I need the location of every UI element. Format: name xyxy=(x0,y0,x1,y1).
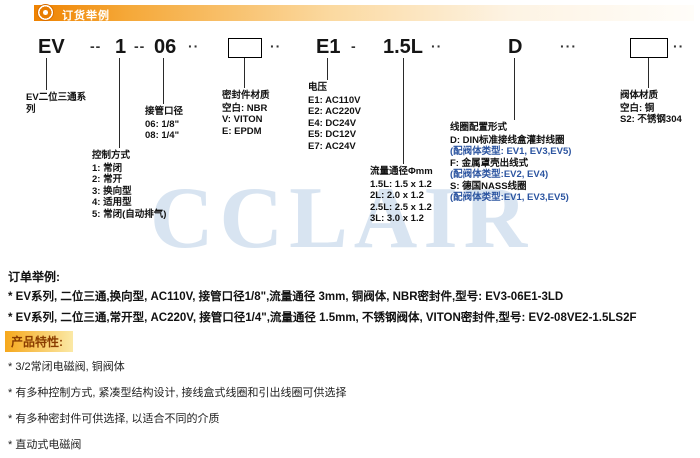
option-line: 2L: 2.0 x 1.2 xyxy=(370,190,424,201)
group-pipe-size: 接管口径 06: 1/8" 08: 1/4" xyxy=(145,106,215,142)
group-title: 阀体材质 xyxy=(620,90,659,101)
option-note: (配阀体类型:EV1, EV3,EV5) xyxy=(450,192,569,203)
feature-line: * 直动式电磁阀 xyxy=(8,439,82,451)
features-title: 产品特性: xyxy=(5,331,73,352)
feature-line: * 3/2常闭电磁阀, 铜阀体 xyxy=(8,361,125,373)
section-header-title: 订货举例 xyxy=(62,10,110,22)
code-control: 1 xyxy=(115,36,127,58)
option-line: 空白: 铜 xyxy=(620,102,655,114)
code-separator: ·· xyxy=(188,38,200,54)
connector-line xyxy=(403,58,404,164)
connector-line xyxy=(244,58,245,88)
option-note: (配阀体类型: EV1, EV3,EV5) xyxy=(450,146,572,157)
code-coil: D xyxy=(508,36,523,58)
group-title: 接管口径 xyxy=(145,106,184,117)
order-examples-title: 订单举例: xyxy=(8,270,60,284)
group-series: EV二位三通系列 xyxy=(26,92,90,116)
connector-line xyxy=(648,58,649,88)
option-line: S2: 不锈钢304 xyxy=(620,114,682,125)
option-line: 3: 换向型 xyxy=(92,185,132,197)
option-line: E5: DC12V xyxy=(308,129,357,140)
group-title: EV二位三通系列 xyxy=(26,92,87,115)
feature-line: * 有多种密封件可供选择, 以适合不同的介质 xyxy=(8,413,220,425)
group-body-material: 阀体材质 空白: 铜 S2: 不锈钢304 xyxy=(620,90,698,126)
option-line: 4: 适用型 xyxy=(92,197,132,208)
group-title: 密封件材质 xyxy=(222,90,270,101)
option-note: (配阀体类型:EV2, EV4) xyxy=(450,169,549,180)
option-line: 1.5L: 1.5 x 1.2 xyxy=(370,178,432,190)
option-line: E4: DC24V xyxy=(308,117,357,129)
option-line: 5: 常闭(自动排气) xyxy=(92,208,167,220)
code-pipe-size: 06 xyxy=(154,36,177,58)
option-line: 空白: NBR xyxy=(222,102,268,114)
code-separator: ·· xyxy=(270,38,282,54)
option-line: 2: 常开 xyxy=(92,174,123,185)
option-line: 1: 常闭 xyxy=(92,162,123,174)
group-flow-diameter: 流量通径Φmm 1.5L: 1.5 x 1.2 2L: 2.0 x 1.2 2.… xyxy=(370,166,465,225)
gear-icon xyxy=(37,4,54,21)
option-line: E7: AC24V xyxy=(308,140,356,152)
group-control-mode: 控制方式 1: 常闭 2: 常开 3: 换向型 4: 适用型 5: 常闭(自动排… xyxy=(92,150,192,220)
option-line: V: VITON xyxy=(222,114,263,125)
option-line: 06: 1/8" xyxy=(145,118,180,130)
connector-line xyxy=(514,58,515,120)
group-title: 电压 xyxy=(308,82,328,93)
group-title: 线圈配置形式 xyxy=(450,122,508,133)
connector-line xyxy=(327,58,328,80)
code-separator: ·· xyxy=(431,38,443,54)
option-line: 3L: 3.0 x 1.2 xyxy=(370,213,424,224)
group-seal-material: 密封件材质 空白: NBR V: VITON E: EPDM xyxy=(222,90,302,137)
option-line: E1: AC110V xyxy=(308,94,361,106)
option-line: 08: 1/4" xyxy=(145,130,180,141)
code-box-body xyxy=(630,38,668,58)
option-line: S: 德国NASS线圈 xyxy=(450,180,527,192)
code-separator: -- xyxy=(134,38,146,54)
order-example-line: * EV系列, 二位三通,换向型, AC110V, 接管口径1/8",流量通径 … xyxy=(8,291,564,303)
feature-line: * 有多种控制方式, 紧凑型结构设计, 接线盒式线圈和引出线圈可供选择 xyxy=(8,387,347,399)
group-title: 流量通径Φmm xyxy=(370,166,433,177)
code-series: EV xyxy=(38,36,65,58)
code-separator: ·· xyxy=(673,38,685,54)
section-header-bar xyxy=(34,5,694,21)
group-title: 控制方式 xyxy=(92,150,131,161)
option-line: F: 金属罩壳出线式 xyxy=(450,157,529,169)
order-example-line: * EV系列, 二位三通,常开型, AC220V, 接管口径1/4",流量通径 … xyxy=(8,312,637,324)
option-line: 2.5L: 2.5 x 1.2 xyxy=(370,201,432,213)
option-line: E2: AC220V xyxy=(308,106,361,117)
group-coil-configuration: 线圈配置形式 D: DIN标准接线盒灌封线圈 (配阀体类型: EV1, EV3,… xyxy=(450,122,615,204)
option-line: D: DIN标准接线盒灌封线圈 xyxy=(450,134,565,146)
code-box-seal xyxy=(228,38,262,58)
option-line: E: EPDM xyxy=(222,125,262,137)
code-separator: - xyxy=(351,38,357,54)
code-flow: 1.5L xyxy=(383,36,424,58)
code-separator: -- xyxy=(90,38,102,54)
group-voltage: 电压 E1: AC110V E2: AC220V E4: DC24V E5: D… xyxy=(308,82,388,152)
connector-line xyxy=(163,58,164,104)
code-voltage: E1 xyxy=(316,36,341,58)
connector-line xyxy=(119,58,120,148)
connector-line xyxy=(46,58,47,90)
code-separator: ··· xyxy=(560,38,577,54)
